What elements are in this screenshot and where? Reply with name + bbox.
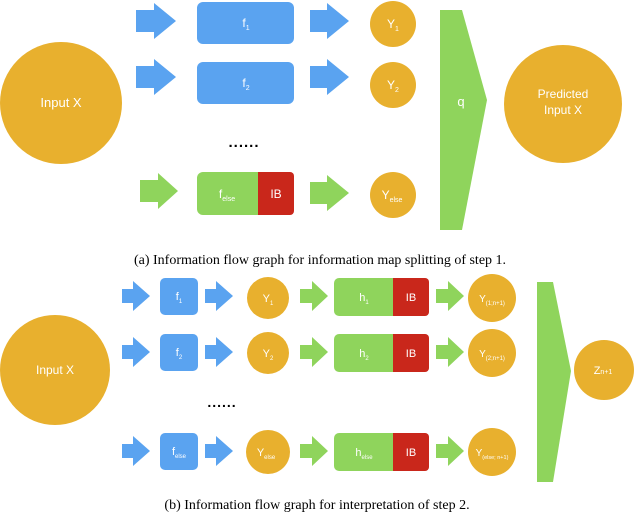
arrow-blue-b5: [122, 436, 150, 466]
ib-box-b1: [393, 278, 429, 316]
output-y1-node-a: [370, 1, 416, 47]
q-label: q: [457, 94, 464, 109]
caption-b: (b) Information flow graph for interpret…: [164, 498, 469, 513]
output-y2-label-a: Y2: [387, 78, 399, 94]
output-yelsen-node-b: [468, 428, 516, 476]
function-h2-label-b: h2: [359, 348, 369, 362]
ib-box-b2-edge: [393, 334, 401, 372]
function-felse-box-b: [160, 433, 198, 470]
ellipsis-a: ......: [228, 134, 259, 151]
input-x-label-a: Input X: [40, 95, 82, 110]
output-y1n-label-b: Y(1;n+1): [479, 294, 505, 307]
output-y2n-label-b: Y(2;n+1): [479, 349, 505, 362]
input-x-label-b: Input X: [36, 363, 74, 377]
input-x-node-b: [0, 315, 110, 425]
ib-box-b1-edge: [393, 278, 401, 316]
ib-label-b3: IB: [406, 447, 416, 459]
arrow-green-a1: [140, 173, 178, 209]
arrow-blue-a1: [136, 3, 176, 39]
output-y1-node-b: [247, 277, 289, 319]
arrow-blue-b2: [205, 281, 233, 311]
arrow-green-b6: [436, 436, 464, 466]
function-f2-box-a: [197, 62, 294, 104]
function-f1-label-b: f1: [176, 291, 183, 305]
function-felse-label-a: felse: [219, 187, 235, 203]
ib-box-a: [258, 172, 294, 215]
arrow-green-a2: [310, 175, 349, 211]
output-yelse-label-a: Yelse: [382, 188, 403, 204]
arrow-blue-a4: [310, 59, 349, 95]
output-y1n-node-b: [468, 274, 516, 322]
arrow-green-b1: [300, 281, 328, 311]
function-f2-box-b: [160, 334, 198, 371]
output-yelse-node-b: [246, 430, 290, 474]
ib-label-a: IB: [270, 187, 281, 201]
function-f2-label-a: f2: [242, 76, 249, 92]
output-y1-label-b: Y1: [263, 293, 274, 307]
output-yelse-label-b: Yelse: [257, 447, 276, 461]
arrow-blue-a3: [136, 59, 176, 95]
arrow-blue-b1: [122, 281, 150, 311]
arrow-blue-a2: [310, 3, 349, 39]
caption-a: (a) Information flow graph for informati…: [134, 253, 506, 268]
output-yelse-node-a: [370, 172, 416, 218]
predicted-label-line2: Input X: [544, 103, 582, 117]
output-y1-label-a: Y1: [387, 17, 399, 33]
output-y2-label-b: Y2: [263, 348, 274, 362]
function-h1-label-b: h1: [359, 292, 369, 306]
ellipsis-b: ......: [207, 394, 236, 410]
arrow-blue-b4: [205, 337, 233, 367]
arrow-green-b5: [300, 436, 328, 466]
function-helse-label-b: helse: [355, 447, 373, 461]
output-yelsen-label-b: Y(else; n+1): [476, 448, 509, 461]
ib-label-b1: IB: [406, 292, 416, 304]
output-y2n-node-b: [468, 329, 516, 377]
q-aggregator-arrow: [440, 10, 487, 230]
ib-box-b3: [393, 433, 429, 471]
diagram-b: Input X f1 Y1 h1 IB Y(1;n+1) f2 Y2 h2 IB…: [0, 274, 634, 513]
input-x-node-a: [0, 42, 122, 164]
function-f1-box-b: [160, 278, 198, 315]
predicted-input-node: [504, 45, 622, 163]
ib-box-b3-edge: [393, 433, 401, 471]
output-y2-node-a: [370, 62, 416, 108]
diagram-a: Input X f1 Y1 f2 Y2 ...... felse IB Yels…: [0, 1, 622, 268]
aggregator-arrow-b: [537, 282, 571, 482]
arrow-green-b2: [436, 281, 464, 311]
arrow-green-b4: [436, 337, 464, 367]
function-felse-label-b: felse: [172, 446, 187, 460]
function-f1-label-a: f1: [242, 16, 249, 32]
function-f2-label-b: f2: [176, 347, 183, 361]
z-label: Zn+1: [594, 365, 613, 377]
z-node: [574, 340, 634, 400]
arrow-green-b3: [300, 337, 328, 367]
function-f1-box-a: [197, 2, 294, 44]
predicted-label-line1: Predicted: [538, 87, 589, 101]
ib-box-a-edge: [258, 172, 266, 215]
arrow-blue-b6: [205, 436, 233, 466]
ib-box-b2: [393, 334, 429, 372]
output-y2-node-b: [247, 332, 289, 374]
arrow-blue-b3: [122, 337, 150, 367]
ib-label-b2: IB: [406, 348, 416, 360]
